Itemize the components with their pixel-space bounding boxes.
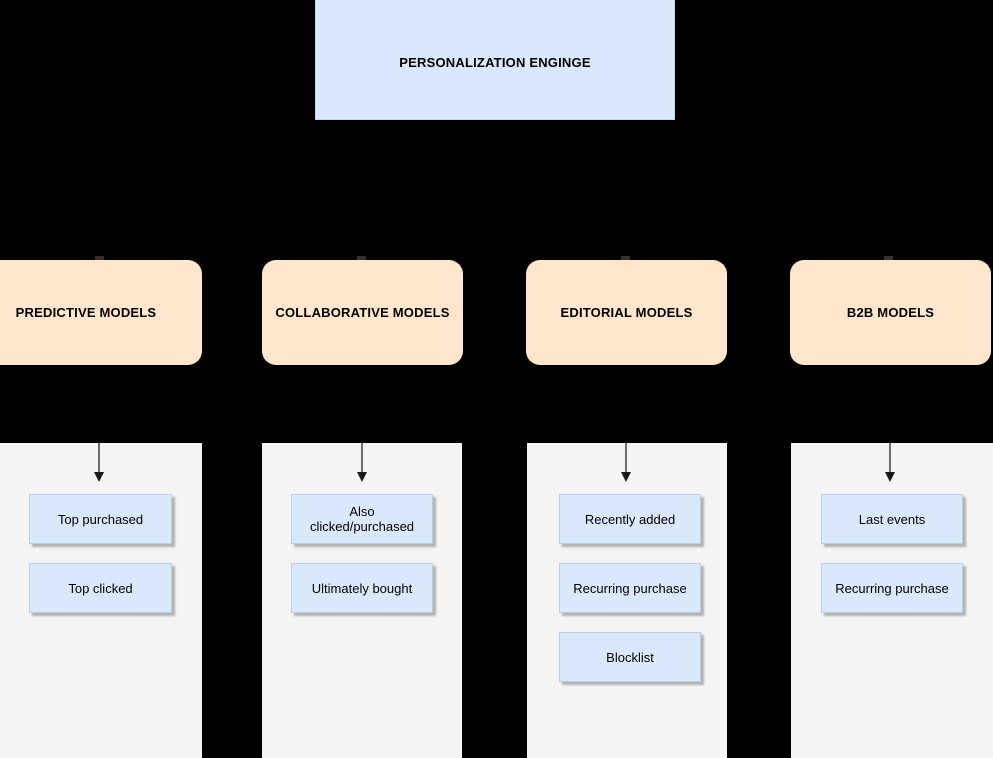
leaf-blocklist[interactable]: Blocklist [559, 632, 701, 682]
arrow-down-icon-collaborative [355, 443, 369, 483]
panel-editorial: Recently added Recurring purchase Blockl… [527, 443, 727, 758]
model-node-collaborative[interactable]: COLLABORATIVE MODELS [262, 260, 463, 365]
leaf-last-events[interactable]: Last events [821, 494, 963, 544]
leaf-ultimately-bought[interactable]: Ultimately bought [291, 563, 433, 613]
panel-predictive: Top purchased Top clicked [0, 443, 202, 758]
leaf-top-purchased-label: Top purchased [57, 511, 144, 527]
leaf-recurring-purchase[interactable]: Recurring purchase [559, 563, 701, 613]
connector-stub-predictive [95, 256, 104, 261]
arrow-shaft [361, 443, 363, 475]
arrow-shaft [889, 443, 891, 475]
arrow-shaft [98, 443, 100, 475]
arrow-head [357, 472, 367, 482]
arrow-head [885, 472, 895, 482]
arrow-shaft [625, 443, 627, 475]
leaf-recently-added[interactable]: Recently added [559, 494, 701, 544]
connector-stub-editorial [621, 256, 630, 261]
leaf-top-clicked-label: Top clicked [68, 580, 133, 596]
connector-stub-collaborative [357, 256, 366, 261]
arrow-down-icon-editorial [619, 443, 633, 483]
leaf-ultimately-bought-label: Ultimately bought [311, 580, 413, 596]
leaf-top-purchased[interactable]: Top purchased [29, 494, 172, 544]
leaf-blocklist-label: Blocklist [606, 649, 654, 665]
arrow-down-icon-b2b [883, 443, 897, 483]
leaf-top-clicked[interactable]: Top clicked [29, 563, 172, 613]
personalization-engine-label: PERSONALIZATION ENGINGE [399, 54, 591, 70]
model-node-editorial[interactable]: EDITORIAL MODELS [526, 260, 727, 365]
connector-stub-b2b [884, 256, 893, 261]
leaf-recurring-purchase-b2b[interactable]: Recurring purchase [821, 563, 963, 613]
model-node-predictive-label: PREDICTIVE MODELS [15, 305, 157, 320]
leaf-recently-added-label: Recently added [584, 511, 676, 527]
model-node-predictive[interactable]: PREDICTIVE MODELS [0, 260, 202, 365]
personalization-engine-node[interactable]: PERSONALIZATION ENGINGE [315, 0, 675, 120]
leaf-recurring-purchase-label: Recurring purchase [573, 580, 687, 596]
leaf-last-events-label: Last events [858, 511, 926, 527]
model-node-collaborative-label: COLLABORATIVE MODELS [275, 305, 450, 320]
panel-b2b: Last events Recurring purchase [791, 443, 993, 758]
arrow-head [94, 472, 104, 482]
arrow-down-icon-predictive [92, 443, 106, 483]
model-node-editorial-label: EDITORIAL MODELS [560, 305, 693, 320]
model-node-b2b[interactable]: B2B MODELS [790, 260, 991, 365]
leaf-recurring-purchase-b2b-label: Recurring purchase [835, 580, 949, 596]
arrow-head [621, 472, 631, 482]
model-node-b2b-label: B2B MODELS [846, 305, 935, 320]
